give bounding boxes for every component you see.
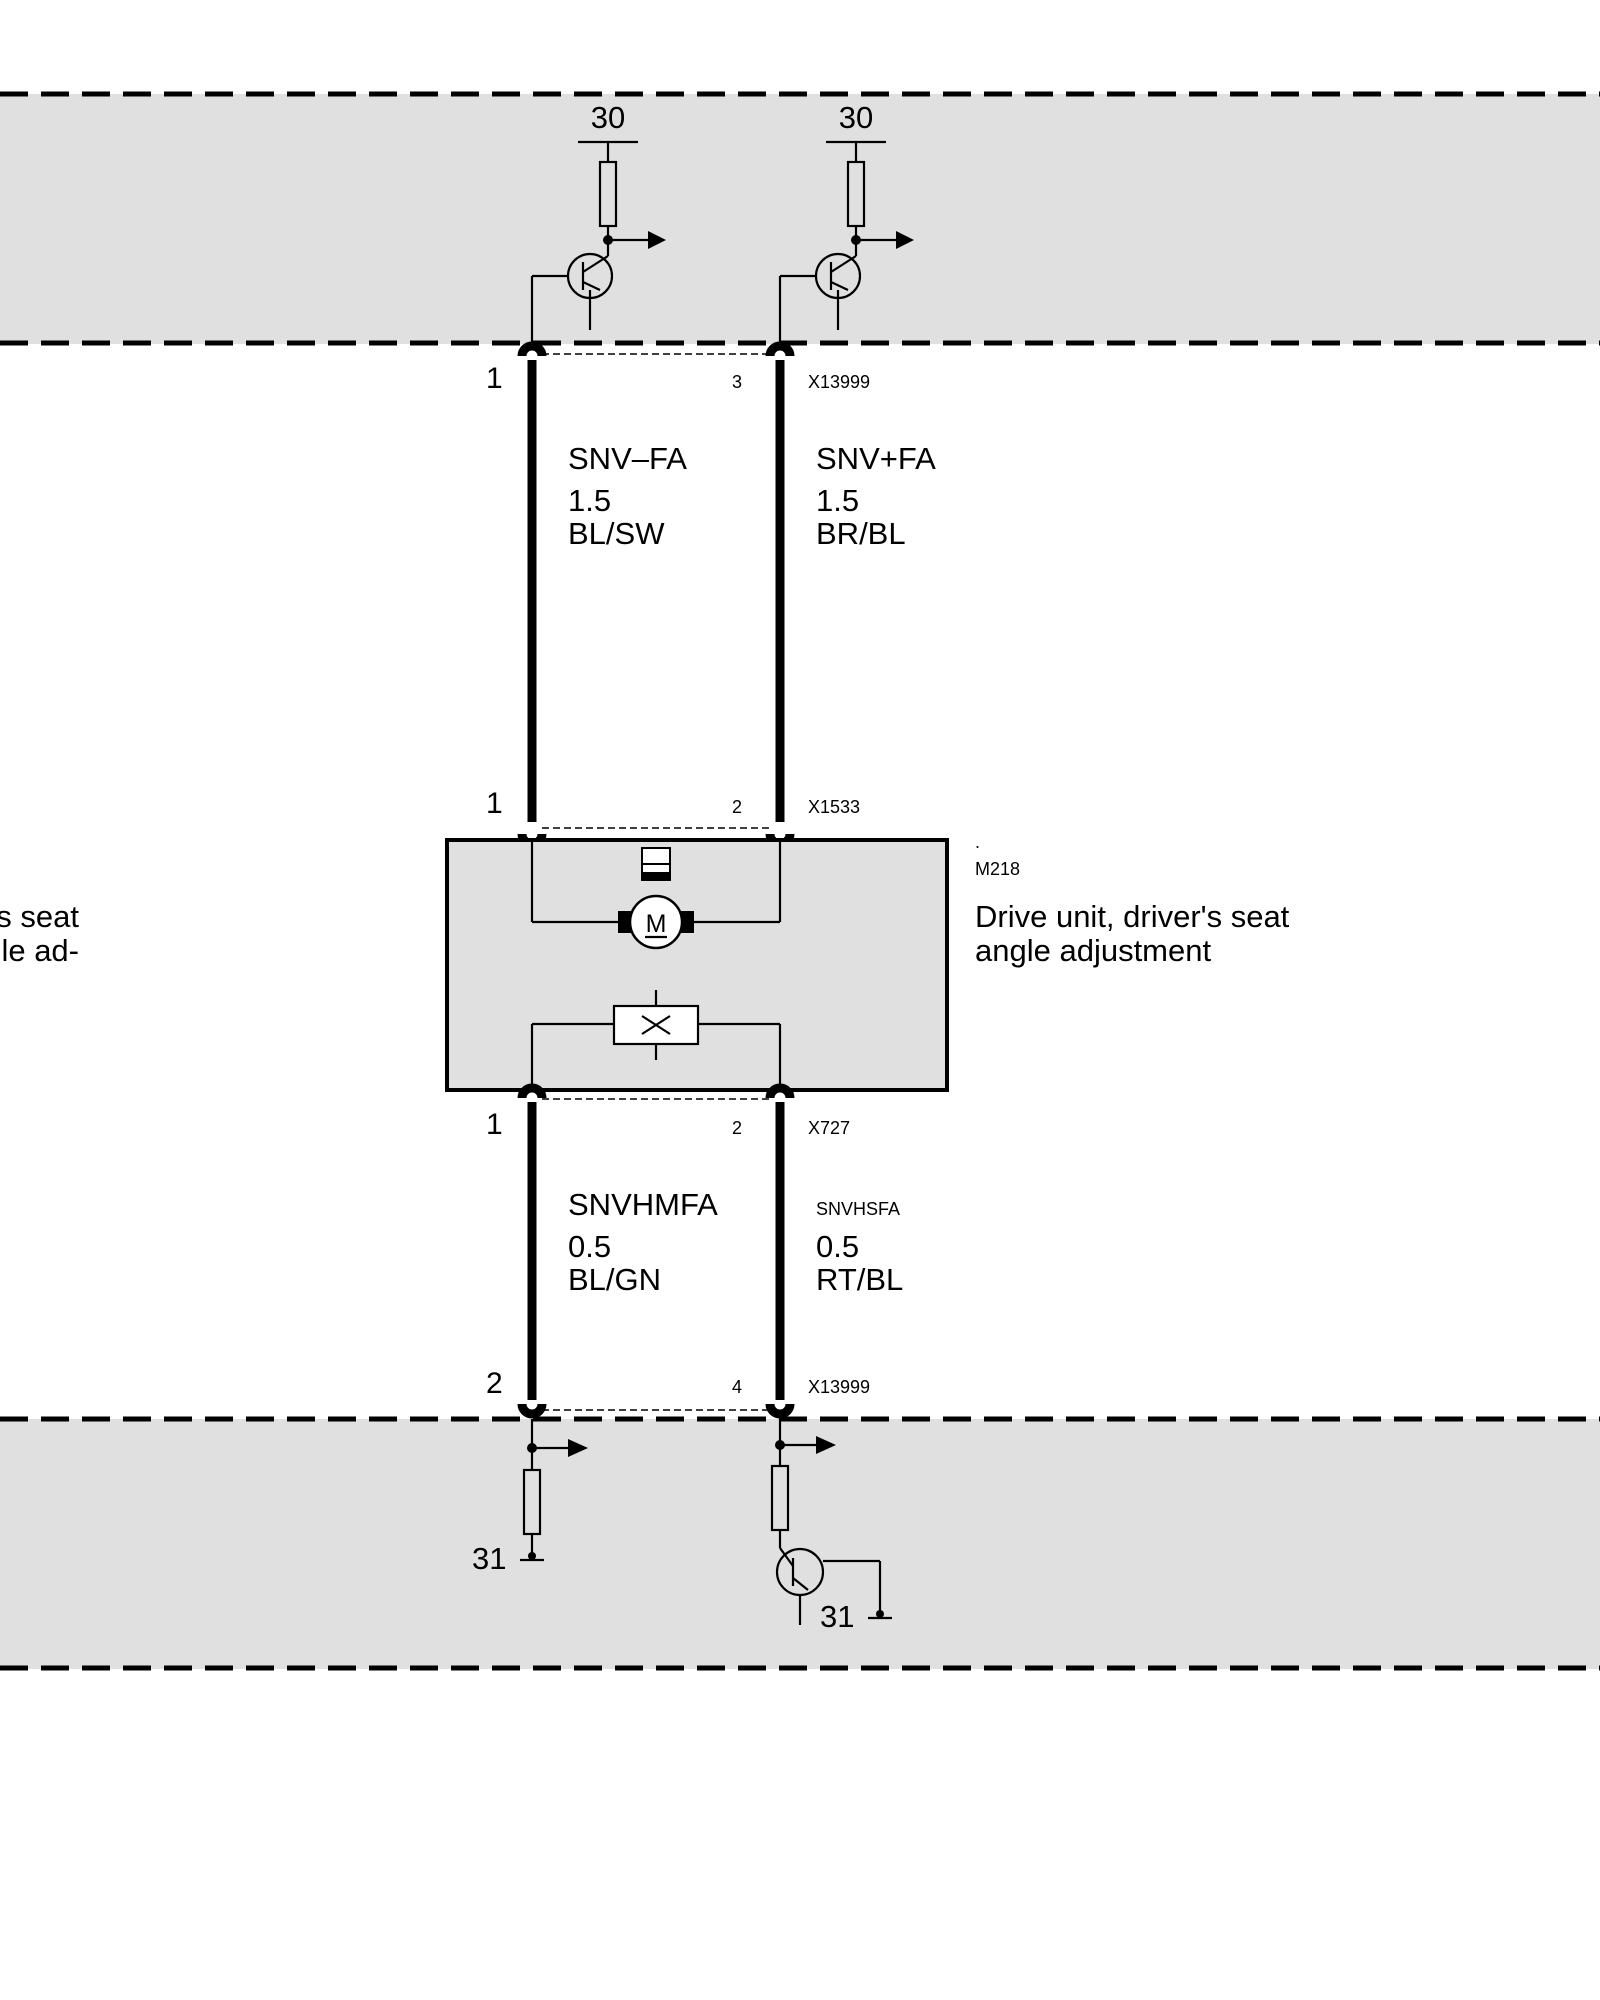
- component-description-line2: angle adjustment: [975, 933, 1211, 968]
- connector-name-bottom: X13999: [808, 1377, 870, 1397]
- connector-name-x727: X727: [808, 1118, 850, 1138]
- wire-color: BR/BL: [816, 516, 906, 551]
- connector-name-x1533: X1533: [808, 797, 860, 817]
- wire-label-left-lower: SNVHMFA 0.5 BL/GN: [568, 1187, 718, 1297]
- wire-color: RT/BL: [816, 1262, 903, 1297]
- top-control-module: 30 30: [0, 91, 1600, 346]
- cropped-description-line2: le ad-: [1, 933, 79, 968]
- pin-arc-top-right: [765, 341, 795, 357]
- wire-color: BL/GN: [568, 1262, 661, 1297]
- pin-arc-bottom-right: [765, 1403, 795, 1419]
- pin-number-x1533-left: 1: [486, 787, 503, 820]
- wire-label-right-upper: SNV+FA 1.5 BR/BL: [816, 441, 936, 551]
- component-id: M218: [975, 859, 1020, 879]
- connector-x13999-top: 1 3 X13999: [486, 341, 870, 395]
- hall-sensor-icon: [641, 847, 671, 881]
- pin-number-x727-right: 2: [732, 1118, 742, 1138]
- bottom-module-background: [0, 1419, 1600, 1669]
- signal-name: SNVHMFA: [568, 1187, 718, 1222]
- component-m218: M . M218 Drive unit, driver's seat angle…: [0, 832, 1290, 1092]
- connector-name-top: X13999: [808, 372, 870, 392]
- pin-number-bottom-right: 4: [732, 1377, 742, 1397]
- wire-cross-section: 0.5: [568, 1229, 611, 1264]
- diagnostic-arrow-bottom-right: [816, 1436, 836, 1454]
- wire-label-right-lower: SNVHSFA 0.5 RT/BL: [816, 1199, 903, 1297]
- pin-arc-top-left: [517, 341, 547, 357]
- signal-name: SNVHSFA: [816, 1199, 900, 1219]
- high-side-driver-right: 30: [778, 100, 914, 343]
- connector-x1533: 1 2 X1533: [486, 787, 860, 849]
- supply-label-left: 30: [591, 100, 625, 135]
- motor-icon: [628, 894, 684, 950]
- signal-name: SNV–FA: [568, 441, 687, 476]
- high-side-driver-left: 30: [530, 100, 666, 343]
- pin-number-x727-left: 1: [486, 1108, 503, 1141]
- cropped-description-line1: s seat: [0, 899, 79, 934]
- connector-x13999-bottom: 2 4 X13999: [486, 1367, 870, 1419]
- bottom-control-module: 31 31: [0, 1416, 1600, 1671]
- pin-arc-x727-left: [517, 1083, 547, 1099]
- ground-label-left: 31: [472, 1541, 506, 1576]
- diagnostic-arrow-right: [896, 231, 914, 249]
- motor-brush-left: [618, 911, 631, 933]
- pin-number-x1533-right: 2: [732, 797, 742, 817]
- ground-label-right: 31: [820, 1599, 854, 1634]
- motor-label: M: [646, 910, 667, 938]
- pin-number-top-left: 1: [486, 362, 503, 395]
- low-side-driver-right: 31: [770, 1419, 892, 1634]
- top-module-background: [0, 94, 1600, 344]
- diagnostic-arrow-bottom-left: [568, 1439, 588, 1457]
- component-description-line1: Drive unit, driver's seat: [975, 899, 1290, 934]
- wire-cross-section: 0.5: [816, 1229, 859, 1264]
- drive-unit-housing: [445, 838, 949, 1092]
- wire-cross-section: 1.5: [816, 483, 859, 518]
- pin-arc-bottom-left: [517, 1403, 547, 1419]
- component-dot: .: [975, 832, 980, 852]
- pin-number-top-right: 3: [732, 372, 742, 392]
- connector-x727: 1 2 X727: [486, 1083, 850, 1141]
- diagnostic-arrow-left: [648, 231, 666, 249]
- pull-down-left: 31: [472, 1419, 588, 1576]
- supply-label-right: 30: [839, 100, 873, 135]
- signal-name: SNV+FA: [816, 441, 936, 476]
- wire-color: BL/SW: [568, 516, 665, 551]
- motor-brush-right: [681, 911, 694, 933]
- wire-cross-section: 1.5: [568, 483, 611, 518]
- pin-arc-x727-right: [765, 1083, 795, 1099]
- wire-label-left-upper: SNV–FA 1.5 BL/SW: [568, 441, 687, 551]
- pin-number-bottom-left: 2: [486, 1367, 503, 1400]
